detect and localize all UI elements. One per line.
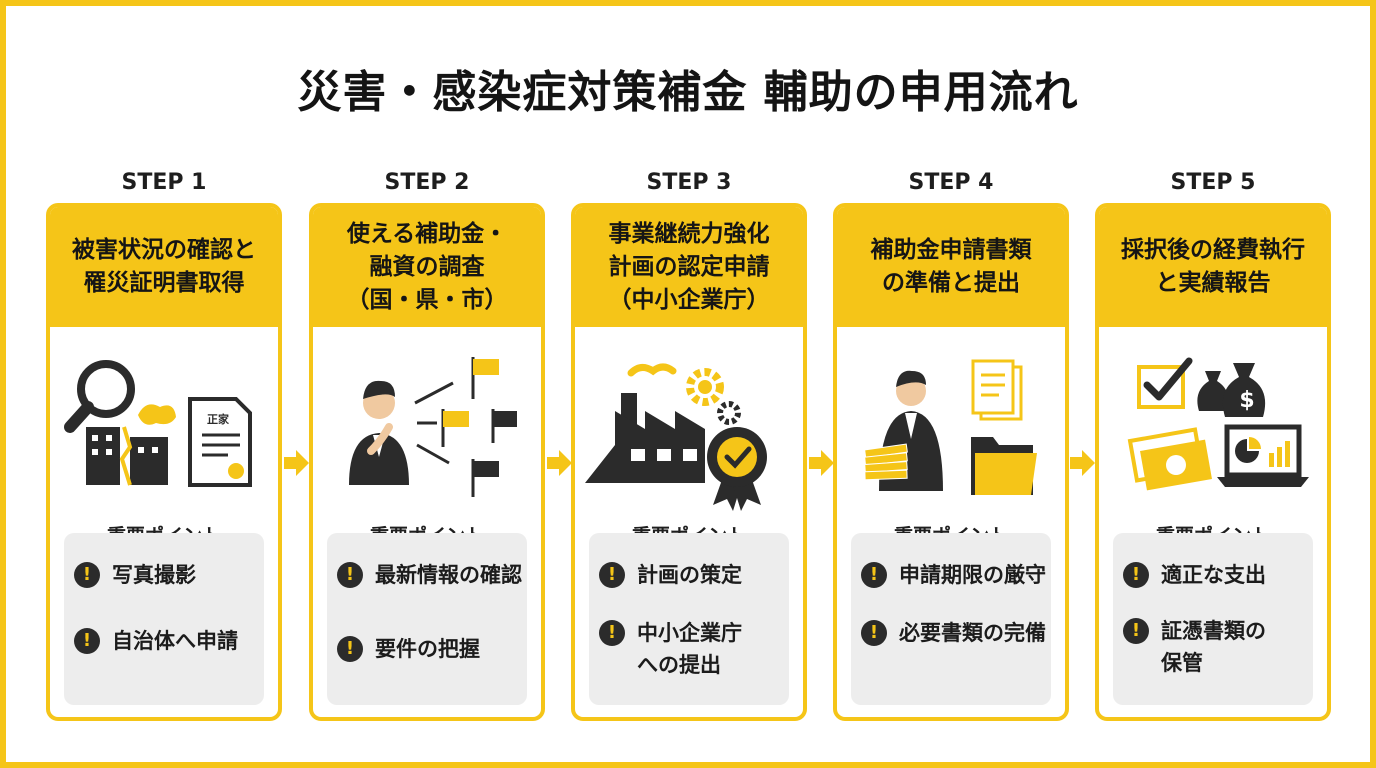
- arrow-right-icon: [809, 450, 834, 476]
- cash-icon: [1127, 427, 1212, 491]
- points-box-3: ! 計画の策定 ! 中小企業庁 への提出: [589, 533, 789, 705]
- money-bag-icon: $: [1197, 363, 1266, 417]
- document-icon: [971, 359, 1023, 421]
- point-text-4-1: 申請期限の厳守: [899, 563, 1046, 587]
- step-header-5: 採択後の経費執行 と実績報告: [1099, 207, 1327, 327]
- arrow-right-icon: [1070, 450, 1095, 476]
- step-title-5: 採択後の経費執行 と実績報告: [1121, 237, 1305, 296]
- step-title-4: 補助金申請書類 の準備と提出: [870, 237, 1032, 296]
- point-2-1: ! 最新情報の確認: [337, 559, 522, 591]
- checkbox-icon: [1137, 357, 1193, 409]
- step-illustration-2: [313, 327, 541, 517]
- alert-icon: !: [861, 562, 887, 588]
- step-label-2: STEP 2: [384, 170, 470, 195]
- step-header-4: 補助金申請書類 の準備と提出: [837, 207, 1065, 327]
- alert-icon: !: [74, 628, 100, 654]
- step-title-1: 被害状況の確認と 罹災証明書取得: [72, 237, 256, 296]
- damaged-building-icon: [86, 404, 176, 486]
- point-1-2: ! 自治体へ申請: [74, 625, 238, 657]
- magnifier-icon: [64, 360, 135, 433]
- point-5-1: ! 適正な支出: [1123, 559, 1266, 591]
- points-box-2: ! 最新情報の確認 ! 要件の把握: [327, 533, 527, 705]
- step-card-2: 使える補助金・ 融資の調査 （国・県・市）: [309, 203, 545, 721]
- point-text-4-2: 必要書類の完備: [899, 621, 1046, 645]
- page-title: 災害・感染症対策補金 輔助の申用流れ: [297, 67, 1079, 118]
- step-label-1: STEP 1: [121, 170, 207, 195]
- point-text-5-1: 適正な支出: [1161, 563, 1266, 587]
- step-label-5: STEP 5: [1170, 170, 1256, 195]
- point-4-2: ! 必要書類の完備: [861, 617, 1046, 649]
- point-text-1-1: 写真撮影: [112, 563, 196, 587]
- point-text-3-2: 中小企業庁 への提出: [637, 621, 742, 677]
- step-illustration-3: [575, 327, 803, 517]
- arrow-right-icon: [284, 450, 309, 476]
- gear-icon: [686, 368, 741, 425]
- step-card-4: 補助金申請書類 の準備と提出: [833, 203, 1069, 721]
- point-2-2: ! 要件の把握: [337, 633, 480, 665]
- arrow-right-icon: [547, 450, 572, 476]
- point-1-1: ! 写真撮影: [74, 559, 196, 591]
- step-header-1: 被害状況の確認と 罹災証明書取得: [50, 207, 278, 327]
- step-title-2: 使える補助金・ 融資の調査 （国・県・市）: [346, 220, 508, 313]
- alert-icon: !: [861, 620, 887, 646]
- folder-icon: [971, 437, 1037, 495]
- laptop-chart-icon: [1217, 424, 1309, 487]
- step-header-2: 使える補助金・ 融資の調査 （国・県・市）: [313, 207, 541, 327]
- point-3-2: ! 中小企業庁 への提出: [599, 617, 742, 681]
- businessman-with-documents-icon: [864, 370, 943, 491]
- point-4-1: ! 申請期限の厳守: [861, 559, 1046, 591]
- point-text-3-1: 計画の策定: [637, 563, 742, 587]
- step-header-3: 事業継続力強化 計画の認定申請 （中小企業庁）: [575, 207, 803, 327]
- thinking-person-icon: [349, 380, 409, 485]
- alert-icon: !: [599, 620, 625, 646]
- step-illustration-5: $: [1099, 327, 1327, 517]
- svg-text:$: $: [1239, 388, 1254, 413]
- alert-icon: !: [337, 636, 363, 662]
- step-card-5: 採択後の経費執行 と実績報告 $: [1095, 203, 1331, 721]
- step-label-4: STEP 4: [908, 170, 994, 195]
- alert-icon: !: [1123, 562, 1149, 588]
- alert-icon: !: [74, 562, 100, 588]
- step-label-3: STEP 3: [646, 170, 732, 195]
- point-3-1: ! 計画の策定: [599, 559, 742, 591]
- approval-badge-icon: [707, 427, 767, 511]
- point-text-2-2: 要件の把握: [375, 637, 480, 661]
- points-box-1: ! 写真撮影 ! 自治体へ申請: [64, 533, 264, 705]
- certificate-stamp-text: 正家: [207, 412, 230, 426]
- factory-icon: [585, 363, 705, 483]
- alert-icon: !: [337, 562, 363, 588]
- point-5-2: ! 証憑書類の 保管: [1123, 615, 1266, 679]
- flag-icon: [414, 357, 517, 497]
- step-card-1: 被害状況の確認と 罹災証明書取得 正家: [46, 203, 282, 721]
- certificate-icon: 正家: [188, 397, 252, 487]
- step-title-3: 事業継続力強化 計画の認定申請 （中小企業庁）: [608, 220, 770, 313]
- step-card-3: 事業継続力強化 計画の認定申請 （中小企業庁）: [571, 203, 807, 721]
- alert-icon: !: [599, 562, 625, 588]
- points-box-4: ! 申請期限の厳守 ! 必要書類の完備: [851, 533, 1051, 705]
- alert-icon: !: [1123, 618, 1149, 644]
- point-text-1-2: 自治体へ申請: [112, 629, 238, 653]
- step-illustration-1: 正家: [50, 327, 278, 517]
- point-text-5-2: 証憑書類の 保管: [1161, 619, 1266, 675]
- step-illustration-4: [837, 327, 1065, 517]
- point-text-2-1: 最新情報の確認: [375, 563, 522, 587]
- points-box-5: ! 適正な支出 ! 証憑書類の 保管: [1113, 533, 1313, 705]
